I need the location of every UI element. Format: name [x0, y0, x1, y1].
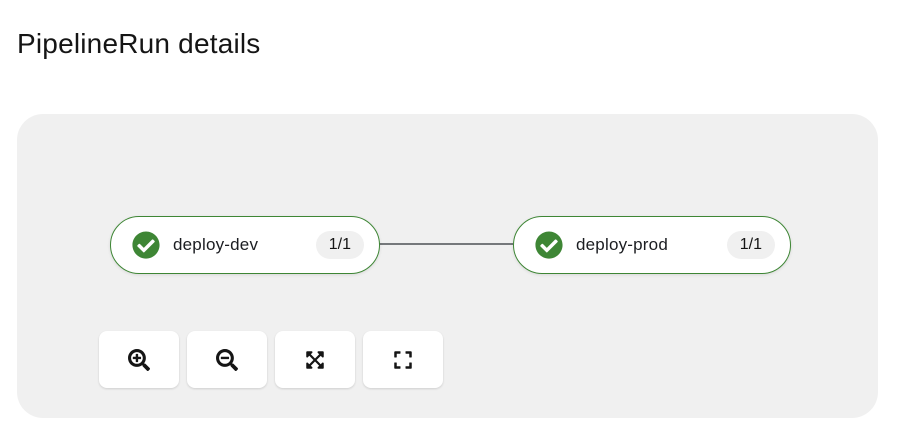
task-edge [379, 243, 513, 245]
page-title: PipelineRun details [17, 28, 261, 59]
zoom-out-icon [216, 348, 238, 371]
task-node-label: deploy-prod [576, 235, 668, 254]
reset-view-button[interactable] [363, 331, 443, 388]
pipeline-topology-canvas[interactable]: deploy-dev 1/1 deploy-prod 1/1 [17, 114, 878, 418]
fit-to-screen-button[interactable] [275, 331, 355, 388]
task-node-badge: 1/1 [726, 231, 775, 259]
task-node-deploy-prod[interactable]: deploy-prod 1/1 [513, 216, 791, 274]
task-node-deploy-dev[interactable]: deploy-dev 1/1 [110, 216, 380, 274]
expand-arrows-icon [305, 350, 325, 370]
expand-brackets-icon [393, 350, 413, 370]
check-circle-icon [132, 231, 160, 259]
check-circle-icon [535, 231, 563, 259]
topology-control-bar [99, 331, 443, 388]
zoom-out-button[interactable] [187, 331, 267, 388]
zoom-in-icon [128, 348, 150, 371]
task-node-badge: 1/1 [315, 231, 364, 259]
zoom-in-button[interactable] [99, 331, 179, 388]
task-node-label: deploy-dev [173, 235, 259, 254]
